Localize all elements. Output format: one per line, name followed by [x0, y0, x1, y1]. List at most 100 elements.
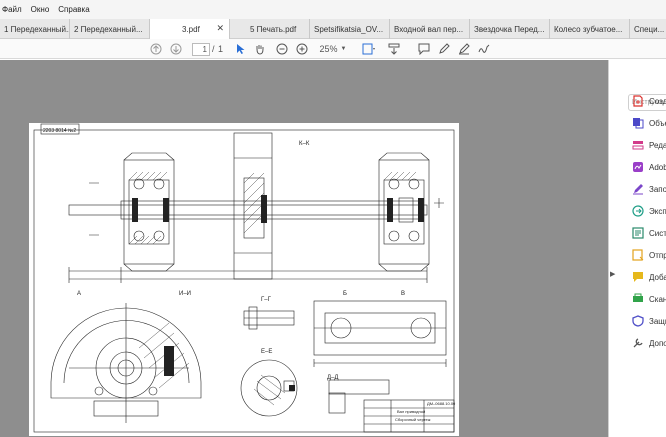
tool-label: Объе — [649, 119, 666, 128]
tool-fill-sign[interactable]: Запо — [632, 182, 666, 196]
protect-icon — [632, 315, 644, 327]
tool-label: Эксп — [649, 207, 666, 216]
tool-label: Защи — [649, 317, 666, 326]
scroll-mode-button[interactable] — [388, 41, 400, 57]
sign-icon — [478, 43, 490, 55]
title-block-code: ДМ–0688.10.00 — [427, 401, 456, 406]
next-page-button[interactable] — [170, 41, 182, 57]
toolbar: 1 / 1 25%▼ — [0, 39, 666, 59]
view-a-label: А — [77, 291, 81, 297]
tool-label: Реда — [649, 141, 666, 150]
tool-label: Доба — [649, 273, 666, 282]
fill-sign-icon — [632, 183, 644, 195]
tool-edit-pdf[interactable]: Реда — [632, 138, 666, 152]
cursor-arrow-icon — [236, 43, 246, 55]
section-e-label: Е–Е — [261, 349, 272, 355]
tab-label: 2 Передеханный... — [74, 25, 143, 34]
tab-doc-5[interactable]: Spetsifikatsia_OV... — [310, 19, 390, 39]
tab-bar: 1 Передеханный... 2 Передеханный... 3.pd… — [0, 19, 666, 39]
tab-doc-7[interactable]: Звездочка Перед... — [470, 19, 550, 39]
zoom-in-button[interactable] — [296, 41, 308, 57]
close-tab-icon[interactable]: ✕ — [216, 23, 224, 34]
tab-label: 3.pdf — [182, 25, 200, 34]
arrow-up-circle-icon — [150, 43, 162, 55]
page-number-input[interactable]: 1 — [192, 41, 210, 57]
tool-label: Отпр — [649, 251, 666, 260]
send-comments-icon — [632, 249, 644, 261]
scroll-mode-icon — [388, 43, 400, 55]
tab-doc-1[interactable]: 1 Передеханный... — [0, 19, 70, 39]
section-d-label: Д–Д — [327, 375, 338, 381]
tool-more-tools[interactable]: Допо — [632, 336, 666, 350]
sign-button[interactable] — [478, 41, 490, 57]
adobe-sign-icon — [632, 161, 644, 173]
tool-label: Созд — [649, 97, 666, 106]
comment-button[interactable] — [418, 41, 430, 57]
menu-help[interactable]: Справка — [58, 5, 89, 14]
menu-file[interactable]: Файл — [2, 5, 22, 14]
tab-doc-9[interactable]: Специ... — [630, 19, 666, 39]
tab-label: Специ... — [634, 25, 664, 34]
pencil-icon — [458, 43, 470, 55]
tab-doc-8[interactable]: Колесо зубчатое... — [550, 19, 630, 39]
engineering-drawing: 2203 8014 №2 К–К И–И Г–Г Е–Е Д–Д А Б В В… — [29, 123, 459, 436]
title-block-name: Вал приводной — [397, 409, 425, 414]
tab-doc-2[interactable]: 2 Передеханный... — [70, 19, 150, 39]
tab-label: Звездочка Перед... — [474, 25, 544, 34]
chevron-down-icon: ▼ — [341, 46, 347, 52]
scan-system-icon — [632, 227, 644, 239]
tool-label: Adob — [649, 163, 666, 172]
drawing-stamp: 2203 8014 №2 — [43, 128, 76, 134]
comment-icon — [418, 43, 430, 55]
combine-files-icon — [632, 117, 644, 129]
tab-label: 1 Передеханный... — [4, 25, 70, 34]
fit-page-icon — [362, 43, 376, 55]
tool-combine-files[interactable]: Объе — [632, 116, 666, 130]
tool-scan-system[interactable]: Сист — [632, 226, 666, 240]
edit-pdf-icon — [632, 139, 644, 151]
tab-label: Колесо зубчатое... — [554, 25, 622, 34]
tab-doc-3-active[interactable]: 3.pdf ✕ — [150, 19, 230, 39]
menu-bar: Файл Окно Справка — [0, 0, 666, 19]
tool-export-pdf[interactable]: Эксп — [632, 204, 666, 218]
title-block-subtitle: Сборочный чертеж — [395, 417, 431, 422]
hand-tool-button[interactable] — [254, 41, 266, 57]
fit-page-button[interactable] — [362, 41, 376, 57]
tab-doc-4[interactable]: 5 Печать.pdf — [230, 19, 310, 39]
tool-comment[interactable]: Доба — [632, 270, 666, 284]
tool-label: Скан — [649, 295, 666, 304]
menu-window[interactable]: Окно — [31, 5, 50, 14]
section-k-label: К–К — [299, 141, 310, 147]
arrow-down-circle-icon — [170, 43, 182, 55]
pen-icon — [438, 43, 450, 55]
zoom-out-icon — [276, 43, 288, 55]
tab-doc-6[interactable]: Входной вал пер... — [390, 19, 470, 39]
view-v-label: В — [401, 291, 405, 297]
zoom-out-button[interactable] — [276, 41, 288, 57]
tool-create-pdf[interactable]: Созд — [632, 94, 666, 108]
select-tool-button[interactable] — [236, 41, 246, 57]
highlight-button[interactable] — [438, 41, 450, 57]
section-g-label: Г–Г — [261, 297, 272, 303]
tool-protect[interactable]: Защи — [632, 314, 666, 328]
tool-adobe-sign[interactable]: Adob — [632, 160, 666, 174]
section-i-label: И–И — [179, 291, 191, 297]
more-tools-icon — [632, 337, 644, 349]
collapse-panel-icon[interactable]: ▶ — [610, 270, 615, 278]
pdf-page: 2203 8014 №2 К–К И–И Г–Г Е–Е Д–Д А Б В В… — [29, 123, 459, 436]
tab-label: Входной вал пер... — [394, 25, 463, 34]
zoom-value: 25% — [320, 44, 338, 54]
prev-page-button[interactable] — [150, 41, 162, 57]
view-b-label: Б — [343, 291, 347, 297]
tool-label: Сист — [649, 229, 666, 238]
comment-icon — [632, 271, 644, 283]
tool-scan[interactable]: Скан — [632, 292, 666, 306]
tool-send-comments[interactable]: Отпр — [632, 248, 666, 262]
zoom-level-select[interactable]: 25%▼ — [318, 41, 348, 57]
create-pdf-icon — [632, 95, 644, 107]
zoom-in-icon — [296, 43, 308, 55]
tool-label: Допо — [649, 339, 666, 348]
page-separator: / — [212, 41, 215, 57]
draw-button[interactable] — [458, 41, 470, 57]
tab-label: Spetsifikatsia_OV... — [314, 25, 383, 34]
